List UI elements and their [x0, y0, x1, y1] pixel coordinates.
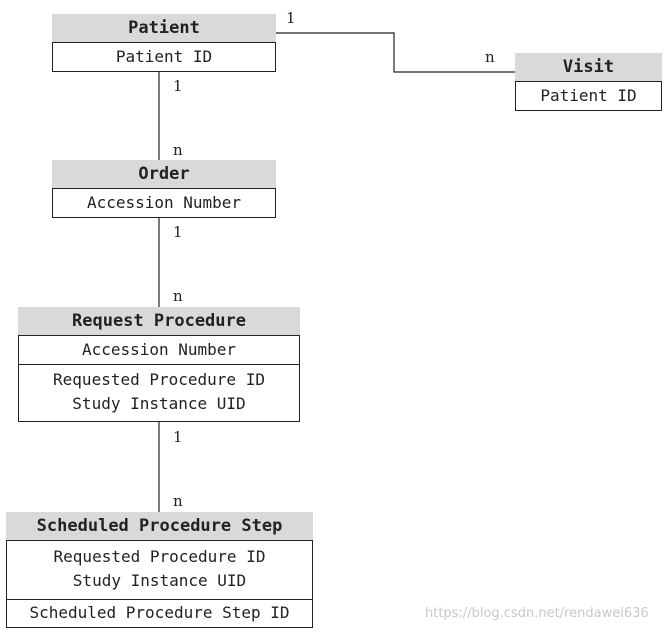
watermark: https://blog.csdn.net/rendawei636 [425, 606, 649, 621]
entity-title: Order [52, 160, 276, 188]
patient-visit-connector [276, 32, 515, 73]
cardinality-label: n [173, 492, 183, 510]
entity-title: Scheduled Procedure Step [6, 512, 313, 540]
entity-title: Request Procedure [18, 307, 300, 335]
entity-title: Visit [515, 53, 662, 81]
cardinality-label: n [173, 287, 183, 305]
entity-field: Patient ID [515, 81, 662, 111]
cardinality-label: 1 [173, 77, 183, 95]
entity-field: Accession Number [18, 335, 300, 365]
entity-field: Study Instance UID [72, 571, 247, 590]
entity-field-group: Requested Procedure ID Study Instance UI… [6, 540, 313, 600]
entity-field: Study Instance UID [72, 394, 246, 413]
entity-visit[interactable]: Visit Patient ID [515, 53, 662, 111]
cardinality-label: 1 [173, 428, 183, 446]
entity-field-group: Requested Procedure ID Study Instance UI… [18, 365, 300, 422]
cardinality-label: 1 [173, 223, 183, 241]
entity-patient[interactable]: Patient Patient ID [52, 14, 276, 72]
entity-request-procedure[interactable]: Request Procedure Accession Number Reque… [18, 307, 300, 422]
entity-field: Requested Procedure ID [53, 370, 265, 389]
entity-order[interactable]: Order Accession Number [52, 160, 276, 218]
entity-field: Accession Number [52, 188, 276, 218]
cardinality-label: n [485, 48, 495, 66]
entity-field: Scheduled Procedure Step ID [6, 600, 313, 628]
entity-field: Patient ID [52, 42, 276, 72]
cardinality-label: n [173, 141, 183, 159]
entity-title: Patient [52, 14, 276, 42]
entity-field: Requested Procedure ID [53, 547, 266, 566]
cardinality-label: 1 [286, 9, 296, 27]
entity-scheduled-procedure-step[interactable]: Scheduled Procedure Step Requested Proce… [6, 512, 313, 628]
